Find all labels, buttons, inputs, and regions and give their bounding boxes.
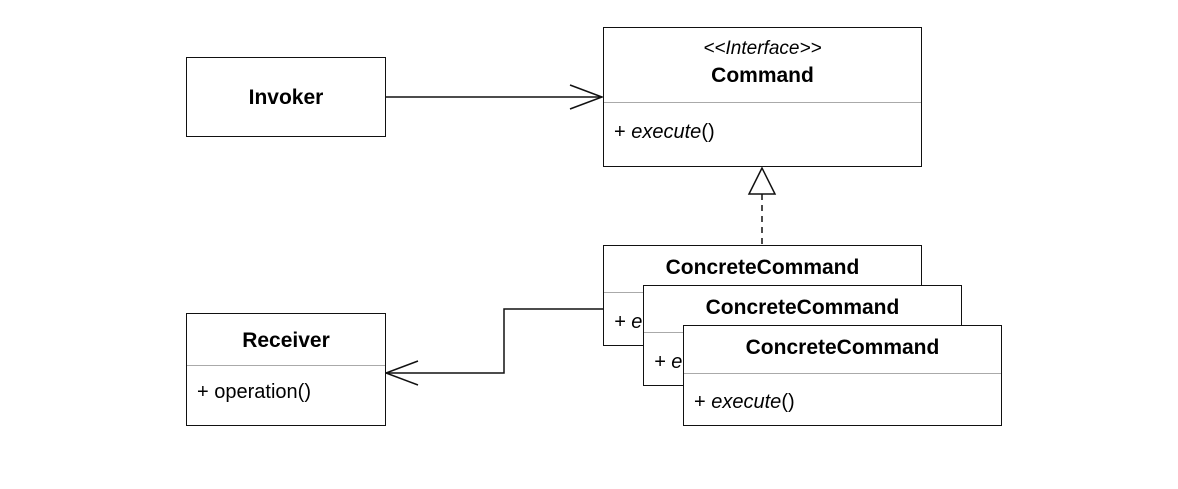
invoker-class-name: Invoker (248, 86, 324, 109)
command-stereotype: <<Interface>> (703, 38, 822, 59)
concrete-command-operation-partial: + e (654, 351, 683, 373)
receiver-class-name: Receiver (242, 329, 330, 352)
operation-params: () (297, 381, 311, 403)
operation-params: () (781, 391, 795, 413)
concrete-command-name: ConcreteCommand (665, 256, 860, 279)
operation-visibility: + (614, 121, 632, 143)
operation-params: () (701, 121, 715, 143)
command-operation: + execute() (614, 121, 715, 144)
concrete-command-name: ConcreteCommand (745, 336, 940, 359)
operation-visibility: + (694, 391, 712, 413)
command-compartment-divider (604, 102, 921, 103)
receiver-class[interactable]: Receiver + operation() (186, 313, 386, 426)
open-arrowhead-icon (383, 360, 419, 386)
hollow-triangle-arrowhead-icon (747, 166, 777, 195)
open-arrowhead-icon (569, 84, 605, 110)
concrete-command-name: ConcreteCommand (705, 296, 900, 319)
receiver-compartment-divider (187, 365, 385, 366)
operation-name: execute (631, 121, 702, 143)
command-interface[interactable]: <<Interface>> Command + execute() (603, 27, 922, 167)
receiver-operation: + operation() (197, 381, 311, 404)
concrete-command-compartment-divider (684, 373, 1001, 374)
invoker-class[interactable]: Invoker (186, 57, 386, 137)
edge-invoker-to-command (385, 84, 605, 110)
operation-name: operation (214, 381, 298, 403)
operation-visibility: + (197, 381, 215, 403)
concrete-command-operation-partial: + e (614, 311, 643, 333)
concrete-command-operation: + execute() (694, 391, 795, 414)
edge-concrete-to-receiver (383, 308, 603, 386)
operation-name: execute (711, 391, 782, 413)
edge-realization-concrete-to-command (747, 166, 777, 246)
command-class-name: Command (711, 64, 814, 87)
concrete-command-class-front[interactable]: ConcreteCommand + execute() (683, 325, 1002, 426)
